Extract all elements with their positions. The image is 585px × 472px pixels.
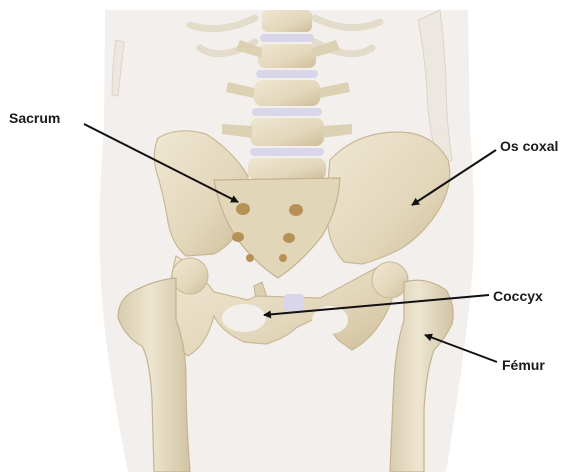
coccyx-label: Coccyx: [493, 288, 543, 304]
femur-label: Fémur: [502, 357, 545, 373]
sacrum-label: Sacrum: [9, 110, 60, 126]
os-coxal-label: Os coxal: [500, 138, 558, 154]
